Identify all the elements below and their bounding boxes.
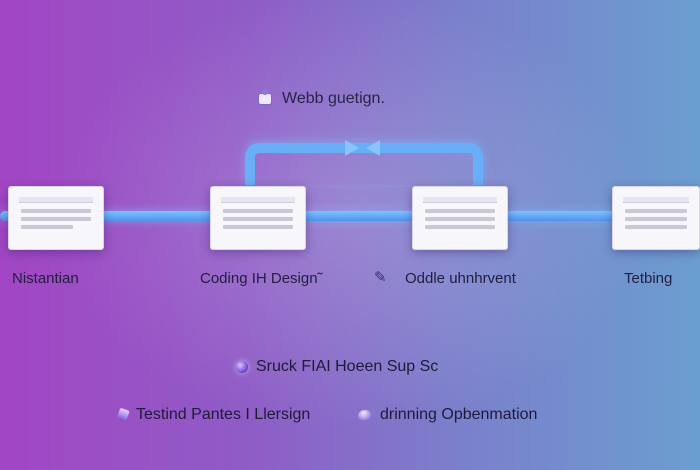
stage-label-2: Coding IH Design˜ [200,270,323,287]
window-titlebar [221,197,295,203]
connector-3-4 [505,211,617,221]
window-line [625,225,687,229]
diagram-title-text: Webb guetign. [282,90,385,107]
window-titlebar [423,197,497,203]
window-line [625,209,687,213]
note-row-2: Testind Pantes I Llersign [116,406,311,424]
window-line [425,209,495,213]
feedback-loop-connector [245,143,483,185]
arrowhead-left-icon [366,140,380,156]
window-line [21,209,91,213]
connector-1-2 [100,211,216,221]
arrowhead-right-icon [345,140,359,156]
stage-card-3 [412,186,508,250]
stage-card-1 [8,186,104,250]
stage-card-2 [210,186,306,250]
pen-icon: ✎ [374,269,387,286]
window-line [425,225,495,229]
window-titlebar [623,197,689,203]
window-line [223,217,293,221]
cloud-icon [358,410,372,420]
orb-icon [236,361,248,373]
window-titlebar [19,197,93,203]
stage-card-4 [612,186,700,250]
window-line [223,225,293,229]
window-line [625,217,687,221]
stage-label-1: Nistantian [12,270,79,287]
connector-2-3 [303,211,417,221]
basket-icon [258,89,272,105]
note-row-3: drinning Opbenmation [358,406,537,424]
note-row-1: Sruck FIAI Hoeen Sup Sc [236,358,438,376]
window-line [223,209,293,213]
stage-label-3: Oddle uhnhrvent [405,270,516,287]
window-line [425,217,495,221]
window-line [21,225,73,229]
note-text-1: Sruck FIAI Hoeen Sup Sc [256,358,439,375]
window-line [21,217,91,221]
diagram-title: Webb guetign. [258,89,385,108]
stage-label-4: Tetbing [624,270,673,287]
note-text-3: drinning Opbenmation [380,406,538,423]
connector-left-edge [0,211,12,221]
brush-icon [116,407,130,423]
note-text-2: Testind Pantes I Llersign [136,406,311,423]
